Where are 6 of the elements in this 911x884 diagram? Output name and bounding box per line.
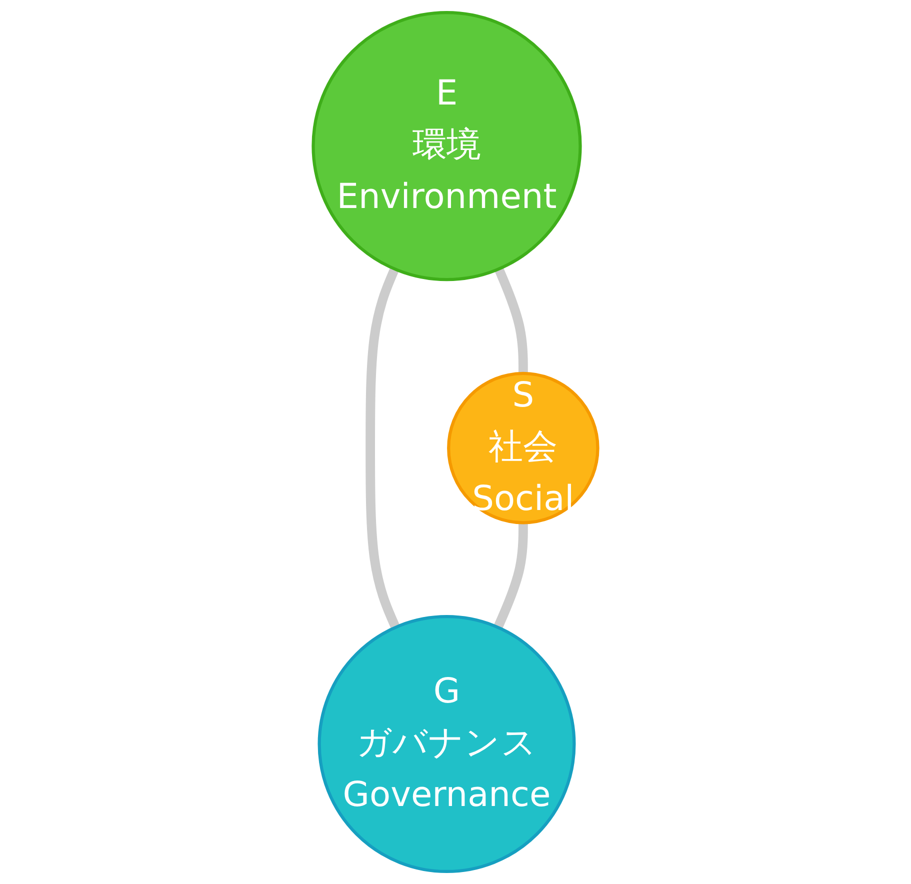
connector	[366, 267, 400, 630]
node-circle: G ガバナンス Governance	[318, 615, 576, 874]
connector	[494, 522, 528, 630]
node-circle: S 社会 Social	[447, 372, 600, 524]
connector	[494, 267, 528, 374]
node-circle: E 環境 Environment	[312, 10, 582, 282]
